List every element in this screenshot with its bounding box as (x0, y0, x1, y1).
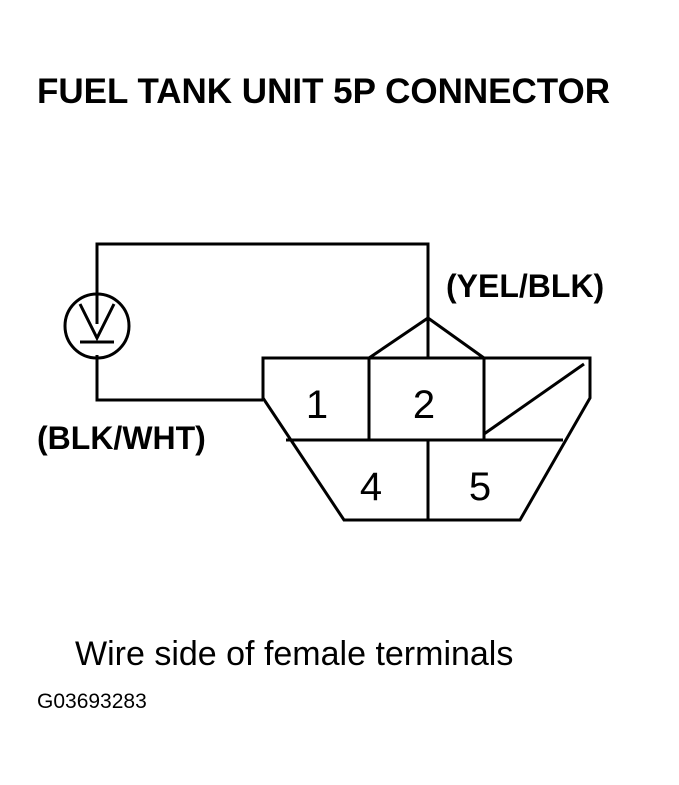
connector-outline (261, 356, 592, 522)
diagram-title: FUEL TANK UNIT 5P CONNECTOR (37, 72, 610, 111)
terminal-1-label: 1 (306, 383, 328, 427)
wire-blk-wht (95, 355, 263, 402)
wire-label-blk-wht: (BLK/WHT) (37, 420, 206, 456)
terminal-2-label: 2 (413, 383, 435, 427)
wire-yel-blk (95, 242, 430, 324)
empty-cavity-mark (483, 362, 585, 436)
connector-5p (261, 316, 592, 522)
wire-label-yel-blk: (YEL/BLK) (446, 268, 604, 304)
terminal-5-label: 5 (469, 465, 491, 509)
figure-code: G03693283 (37, 690, 147, 713)
diagram-caption: Wire side of female terminals (75, 635, 513, 673)
terminal-4-label: 4 (360, 465, 382, 509)
voltmeter-icon (63, 292, 131, 360)
